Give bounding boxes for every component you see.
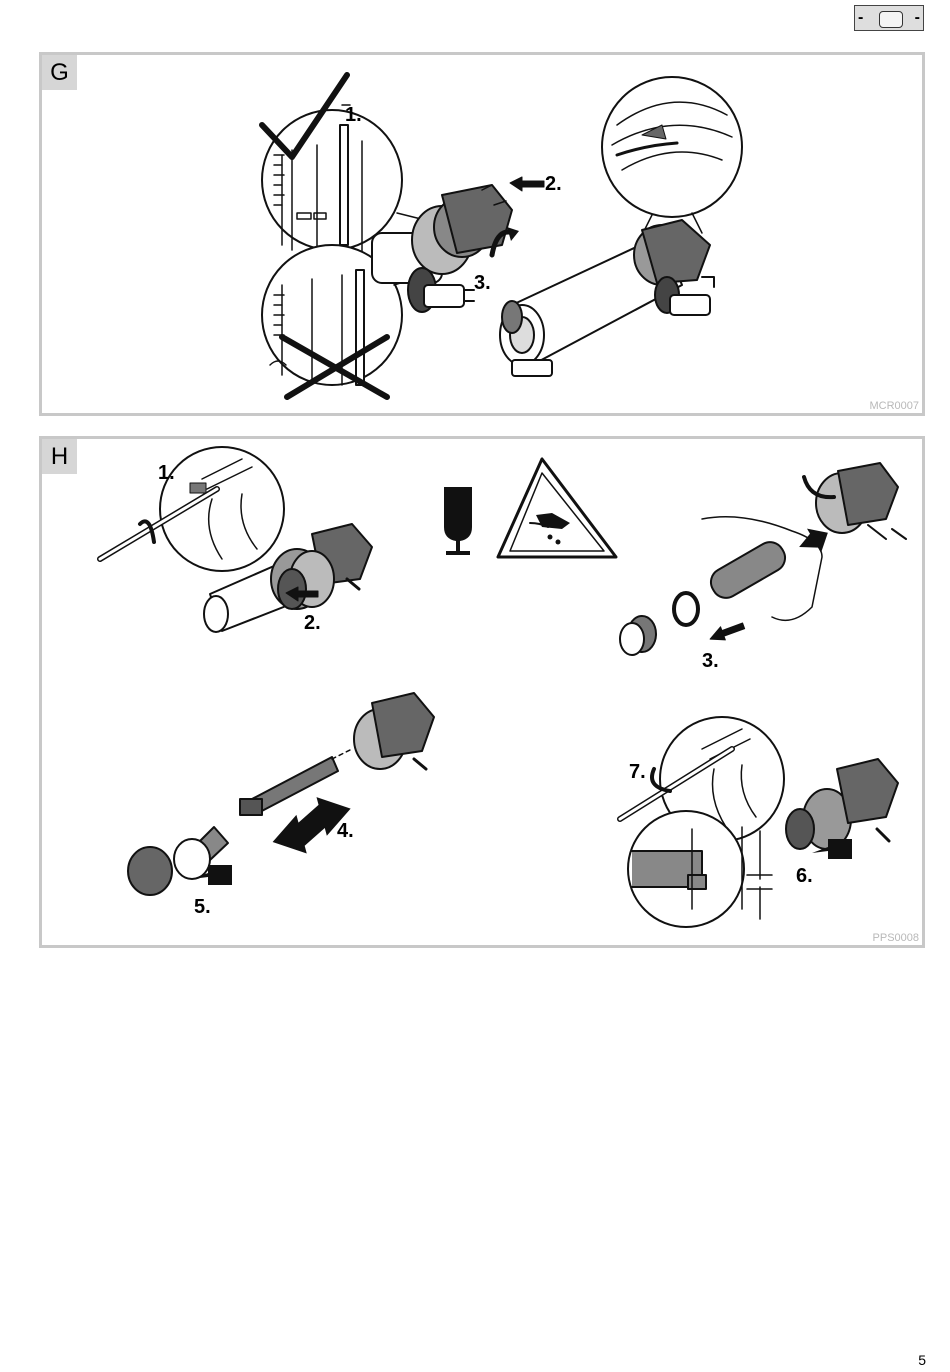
figure-code: MCR0007 xyxy=(869,400,919,412)
detail-circle-gap xyxy=(628,811,744,927)
step-label: 4. xyxy=(337,820,354,842)
page-number: 5 xyxy=(918,1352,926,1368)
figure-code: PPS0008 xyxy=(873,932,919,944)
step-label: 1. xyxy=(345,104,362,126)
step-label: 3. xyxy=(702,650,719,672)
step-label: 2. xyxy=(545,173,562,195)
lamp-unit xyxy=(786,759,898,849)
step-label: 5. xyxy=(194,896,211,918)
step-label: 2. xyxy=(304,612,321,634)
detail-circle-right xyxy=(602,77,742,217)
minus-box-minus-icon: - - xyxy=(854,5,924,31)
push-arrow-icon xyxy=(510,177,544,191)
figure-panel-h: H 1. 2. xyxy=(39,436,925,948)
step-label: 7. xyxy=(629,761,646,783)
panel-g-illustration: 1. 2. 3. xyxy=(42,55,922,413)
cut-hazard-warning-icon xyxy=(498,459,616,557)
step-label: 3. xyxy=(474,272,491,294)
fragile-glass-icon xyxy=(444,487,472,555)
figure-panel-g: G xyxy=(39,52,925,416)
panel-h-illustration: 1. 2. 3. xyxy=(42,439,922,945)
ring-parts xyxy=(620,593,698,655)
uv-clarifier-unit xyxy=(500,220,714,376)
step-label: 6. xyxy=(796,865,813,887)
step-label: 1. xyxy=(158,462,175,484)
lamp-assembly-exploded xyxy=(128,693,434,895)
push-arrow-icon xyxy=(707,619,746,644)
